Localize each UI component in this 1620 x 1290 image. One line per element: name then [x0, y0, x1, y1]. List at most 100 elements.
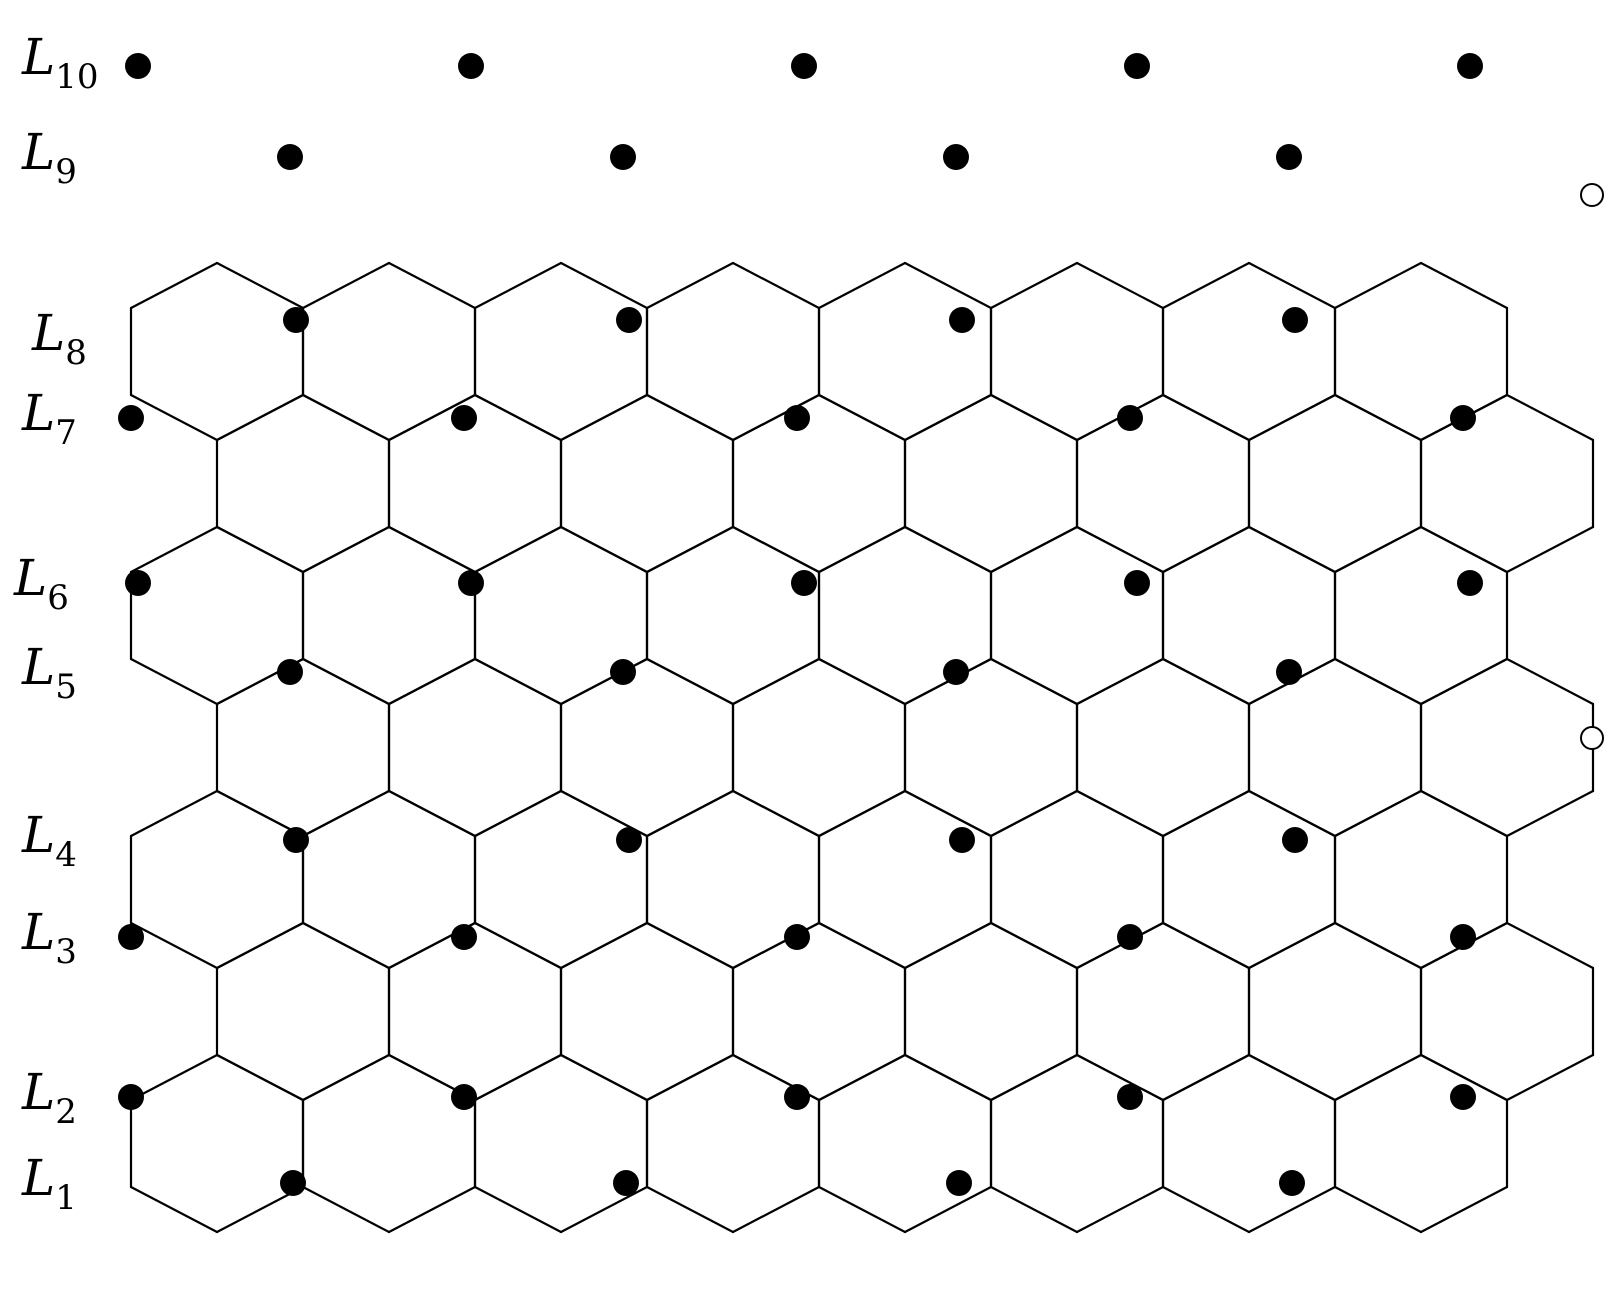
hexagon-edge — [817, 789, 907, 838]
hexagon-edge — [731, 525, 821, 574]
site-marker-L8 — [616, 307, 642, 333]
row-label-L4: L4 — [21, 806, 77, 875]
hexagon-edge — [1247, 789, 1337, 838]
hexagon-edge — [1247, 1053, 1337, 1102]
hexagon-edge — [301, 1053, 391, 1102]
site-marker-L5 — [943, 659, 969, 685]
hexagon-edge — [1161, 1053, 1251, 1102]
open-site-marker-L9 — [1580, 183, 1604, 207]
hexagon-edge — [129, 657, 219, 706]
hexagon-edge — [1333, 525, 1423, 574]
hexagon-edge — [989, 1053, 1079, 1102]
hexagon-edge — [645, 393, 735, 442]
row-label-L5: L5 — [21, 638, 77, 707]
row-label-letter: L — [13, 549, 47, 607]
hexagon-edge — [1247, 921, 1337, 970]
hexagon-edge — [989, 525, 1079, 574]
hexagon-edge — [1419, 1185, 1509, 1234]
hexagon-edge — [903, 1185, 993, 1234]
open-site-marker-L5 — [1580, 726, 1604, 750]
hexagon-edge — [989, 393, 1079, 442]
hexagon-edge — [1075, 261, 1165, 310]
hexagon-edge — [559, 1185, 649, 1234]
site-marker-L7 — [118, 405, 144, 431]
row-label-subscript: 3 — [55, 932, 77, 972]
hexagon-edge — [731, 261, 821, 310]
lattice-edges — [129, 261, 1595, 1234]
hexagon-edge — [1505, 789, 1595, 838]
hexagon-edge — [129, 1053, 219, 1102]
row-label-subscript: 1 — [55, 1178, 77, 1218]
site-marker-L8 — [949, 307, 975, 333]
hexagon-edge — [1161, 525, 1251, 574]
hexagon-edge — [1505, 525, 1595, 574]
site-marker-L9 — [610, 144, 636, 170]
hexagon-edge — [387, 393, 477, 442]
row-label-L6: L6 — [13, 549, 69, 618]
site-marker-L6 — [125, 570, 151, 596]
site-marker-L3 — [451, 924, 477, 950]
hexagon-edge — [1333, 657, 1423, 706]
hexagon-edge — [559, 525, 649, 574]
hexagon-edge — [817, 393, 907, 442]
hexagon-edge — [645, 657, 735, 706]
hexagon-edge — [301, 1185, 391, 1234]
site-marker-L9 — [943, 144, 969, 170]
row-label-letter: L — [21, 1063, 55, 1121]
hexagon-edge — [473, 1185, 563, 1234]
hexagon-edge — [301, 657, 391, 706]
hexagon-edge — [903, 261, 993, 310]
hexagon-edge — [1247, 393, 1337, 442]
hexagon-edge — [989, 789, 1079, 838]
hexagon-edge — [989, 921, 1079, 970]
site-marker-L2 — [1450, 1084, 1476, 1110]
hexagon-edge — [1333, 393, 1423, 442]
row-label-subscript: 8 — [65, 333, 87, 373]
row-label-L3: L3 — [21, 903, 77, 972]
hexagon-edge — [903, 789, 993, 838]
hexagon-edge — [1247, 525, 1337, 574]
site-marker-L6 — [1457, 570, 1483, 596]
hexagon-edge — [129, 789, 219, 838]
site-marker-L6 — [1124, 570, 1150, 596]
hexagon-edge — [731, 393, 821, 442]
row-label-subscript: 10 — [55, 57, 98, 97]
site-marker-L10 — [458, 53, 484, 79]
row-label-letter: L — [21, 638, 55, 696]
site-marker-L4 — [1282, 827, 1308, 853]
site-marker-L9 — [1276, 144, 1302, 170]
site-marker-L1 — [613, 1170, 639, 1196]
site-marker-L2 — [118, 1084, 144, 1110]
hexagon-edge — [473, 525, 563, 574]
hexagon-edge — [989, 1185, 1079, 1234]
site-marker-L3 — [1450, 924, 1476, 950]
hexagon-edge — [645, 261, 735, 310]
hexagon-edge — [903, 393, 993, 442]
hexagon-edge — [473, 921, 563, 970]
hexagon-edge — [645, 525, 735, 574]
hexagon-edge — [1419, 789, 1509, 838]
row-label-subscript: 6 — [47, 578, 69, 618]
hexagon-edge — [473, 261, 563, 310]
site-marker-L8 — [283, 307, 309, 333]
site-marker-L2 — [451, 1084, 477, 1110]
row-label-letter: L — [21, 903, 55, 961]
hexagon-edge — [817, 657, 907, 706]
site-marker-L7 — [451, 405, 477, 431]
row-label-subscript: 9 — [55, 152, 77, 192]
site-marker-L6 — [458, 570, 484, 596]
hexagon-edge — [387, 261, 477, 310]
hexagon-edge — [645, 921, 735, 970]
hexagon-edge — [645, 1053, 735, 1102]
hexagon-edge — [559, 393, 649, 442]
hexagon-edge — [559, 261, 649, 310]
hexagon-edge — [301, 393, 391, 442]
row-label-L2: L2 — [21, 1063, 77, 1132]
site-marker-L2 — [1117, 1084, 1143, 1110]
hexagon-edge — [387, 525, 477, 574]
hexagon-edge — [817, 261, 907, 310]
hexagon-edge — [731, 1185, 821, 1234]
hexagon-edge — [1505, 921, 1595, 970]
row-label-letter: L — [21, 123, 55, 181]
